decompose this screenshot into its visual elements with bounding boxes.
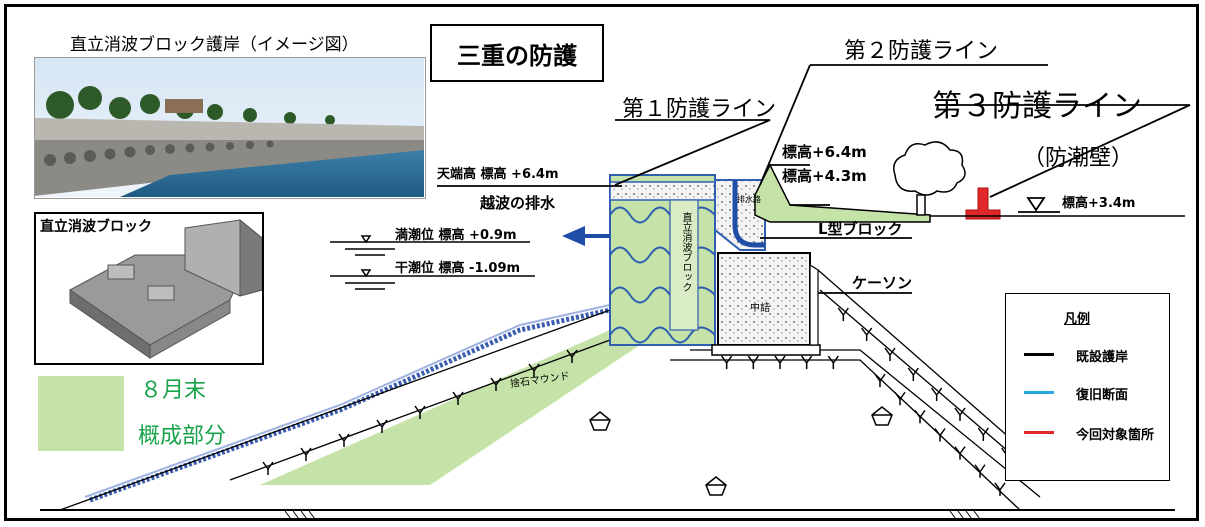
overtopping-label: 越波の排水 [480,194,556,212]
protection-line-2: 第２防護ライン [844,39,999,64]
legend-title: 凡例 [1064,312,1091,327]
water-level-lines [330,235,535,290]
photo-caption: 直立消波ブロック護岸（イメージ図） [70,35,359,55]
high-tide-label: 満潮位 標高 +0.9m [395,228,517,243]
caisson-label: ケーソン [852,274,913,292]
legend-item-existing: 既設護岸 [1024,346,1164,365]
progress-month: ８月末 [140,378,207,403]
leader-lines [437,64,1191,294]
drain-label: 排水路 [737,195,761,204]
legend-swatch [1024,353,1054,356]
legend-label: 復旧断面 [1076,388,1129,403]
l-block-label: L型ブロック [818,220,903,238]
legend-label: 既設護岸 [1076,350,1129,365]
elevation-64-label: 標高+6.4m [782,143,867,161]
tide-wall-label: （防潮壁） [1023,146,1134,171]
crest-height-label: 天端高 標高 +6.4m [437,167,559,182]
page-title: 三重の防護 [430,24,604,82]
protection-line-3: 第３防護ライン [932,89,1142,124]
fill-label: 中詰 [750,303,770,314]
legend: 凡例 既設護岸 復旧断面 今回対象箇所 [1005,293,1170,481]
block-inset [34,212,264,365]
legend-swatch [1024,431,1054,434]
legend-swatch [1024,391,1054,394]
protection-line-1: 第１防護ライン [622,97,777,122]
elevation-43-label: 標高+4.3m [782,167,867,185]
ground [40,509,1175,520]
rubble-mound [84,304,611,503]
legend-label: 今回対象箇所 [1076,428,1155,443]
legend-item-target: 今回対象箇所 [1024,424,1164,443]
progress-description: 概成部分 [138,424,227,449]
block-vertical-label: 直立消波ブロック [680,212,691,292]
tree-icon [893,141,966,216]
armour-stones [589,406,893,496]
elevation-34-label: 標高+3.4m [1062,196,1136,211]
low-tide-label: 干潮位 標高 -1.09m [395,261,521,276]
overtopping-arrow [562,226,610,246]
block-illustration [69,218,263,359]
figure-frame [4,4,1199,521]
photo-frame [34,57,426,199]
block-inset-title: 直立消波ブロック [40,219,152,235]
elevation-marker [1018,197,1060,213]
photo-image [34,57,424,197]
page-title-text: 三重の防護 [457,41,577,70]
seawall-structure [609,163,931,356]
legend-item-restored: 復旧断面 [1024,384,1164,403]
tide-wall-red [965,187,1001,220]
